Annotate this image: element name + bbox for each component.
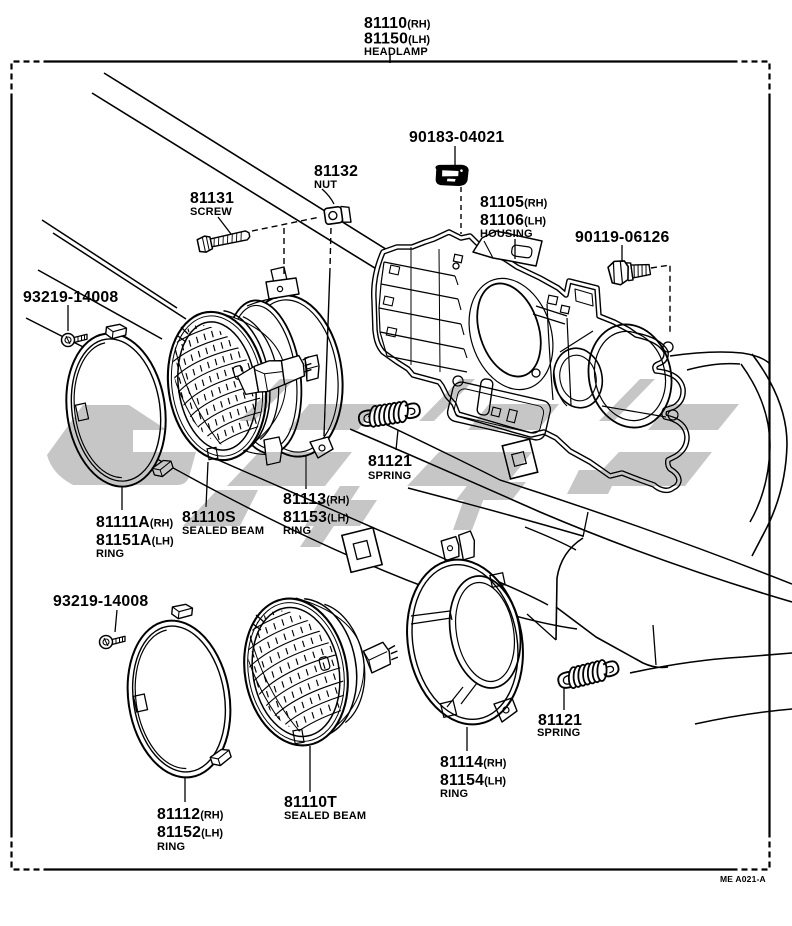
svg-text:RING: RING	[283, 525, 311, 537]
svg-text:93219-14008: 93219-14008	[23, 289, 118, 306]
svg-text:81112(RH): 81112(RH)	[157, 806, 224, 823]
svg-text:81114(RH): 81114(RH)	[440, 754, 507, 771]
svg-text:93219-14008: 93219-14008	[53, 593, 148, 610]
svg-text:RING: RING	[96, 548, 124, 560]
svg-text:NUT: NUT	[314, 179, 337, 191]
svg-text:SPRING: SPRING	[537, 727, 580, 739]
svg-text:81150(LH): 81150(LH)	[364, 31, 430, 48]
svg-text:81106(LH): 81106(LH)	[480, 212, 546, 229]
svg-text:81105(RH): 81105(RH)	[480, 194, 548, 211]
svg-text:90119-06126: 90119-06126	[575, 229, 669, 246]
svg-text:81154(LH): 81154(LH)	[440, 772, 506, 789]
svg-text:81110(RH): 81110(RH)	[364, 15, 431, 32]
svg-text:81131: 81131	[190, 190, 234, 207]
svg-text:81110T: 81110T	[284, 794, 337, 811]
svg-text:81132: 81132	[314, 163, 358, 180]
svg-text:SCREW: SCREW	[190, 206, 232, 218]
svg-text:90183-04021: 90183-04021	[409, 129, 504, 146]
svg-text:81121: 81121	[368, 453, 412, 470]
svg-text:SPRING: SPRING	[368, 470, 411, 482]
svg-text:RING: RING	[440, 788, 468, 800]
svg-text:81111A(RH): 81111A(RH)	[96, 514, 173, 531]
svg-text:SEALED BEAM: SEALED BEAM	[284, 810, 366, 822]
svg-text:81121: 81121	[538, 712, 582, 729]
svg-text:HEADLAMP: HEADLAMP	[364, 46, 428, 58]
svg-text:ME A021-A: ME A021-A	[720, 874, 766, 884]
svg-text:81152(LH): 81152(LH)	[157, 824, 223, 841]
svg-text:HOUSING: HOUSING	[480, 228, 533, 240]
svg-text:SEALED BEAM: SEALED BEAM	[182, 525, 264, 537]
svg-text:RING: RING	[157, 841, 185, 853]
svg-text:81151A(LH): 81151A(LH)	[96, 532, 174, 549]
